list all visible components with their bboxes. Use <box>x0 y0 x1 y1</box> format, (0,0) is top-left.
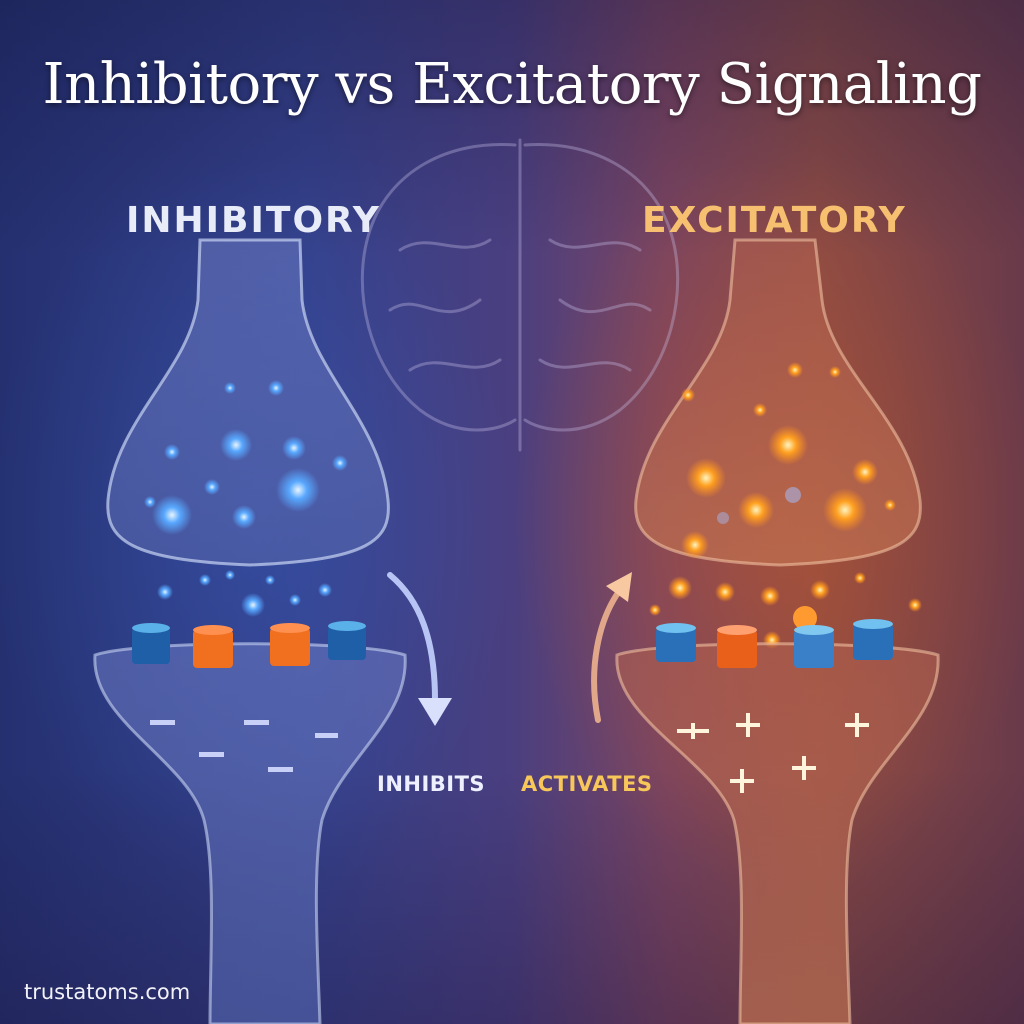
excitatory-receptors <box>656 619 893 668</box>
excitatory-heading: EXCITATORY <box>642 200 907 241</box>
activates-label: ACTIVATES <box>521 772 653 796</box>
inhibits-arrow-icon <box>387 572 452 726</box>
activates-arrow-icon <box>591 572 632 723</box>
excitatory-postsynaptic-terminal <box>615 619 940 1024</box>
inhibits-label: INHIBITS <box>377 772 486 796</box>
watermark: trustatoms.com <box>24 980 191 1004</box>
positive-charge-icons <box>677 713 869 793</box>
page-title: Inhibitory vs Excitatory Signaling <box>42 52 982 117</box>
inhibitory-postsynaptic-terminal <box>93 621 407 1024</box>
brain-outline-icon <box>360 138 680 452</box>
inhibitory-receptors <box>132 621 366 668</box>
excitatory-presynaptic-terminal <box>634 238 922 567</box>
inhibitory-presynaptic-terminal <box>106 238 390 567</box>
negative-charge-icons <box>150 720 338 772</box>
inhibitory-heading: INHIBITORY <box>126 200 381 241</box>
